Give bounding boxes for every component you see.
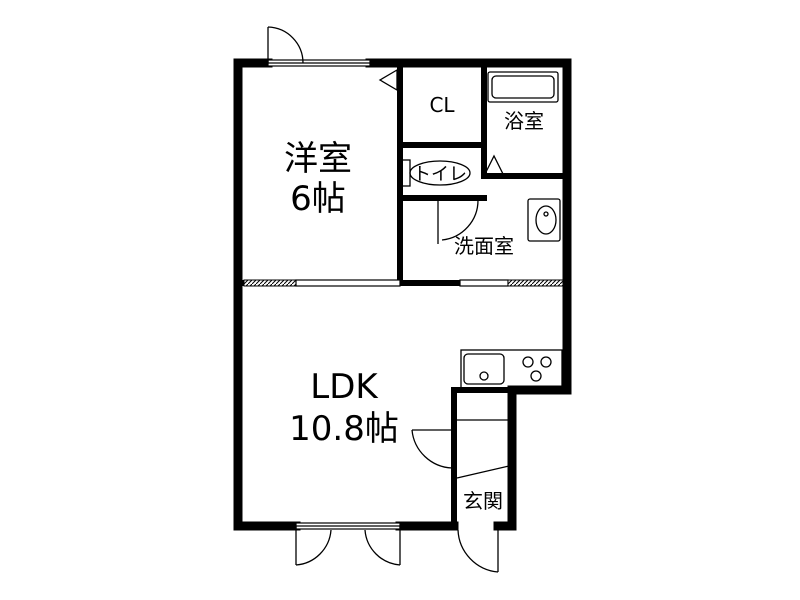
interior-walls: [239, 63, 570, 529]
closet-label: CL: [429, 93, 455, 117]
entrance-label: 玄関: [463, 489, 503, 513]
western-room-size: 6帖: [290, 179, 346, 219]
bathtub: [487, 71, 559, 103]
sliding-partitions: [243, 279, 564, 287]
ldk-size: 10.8帖: [289, 409, 399, 449]
bathroom-label: 浴室: [504, 109, 544, 133]
door-bottom-right: [364, 526, 401, 566]
door-washroom: [437, 199, 479, 244]
door-balcony-top: [267, 26, 304, 64]
door-closet: [378, 68, 398, 92]
washroom-label: 洗面室: [454, 234, 514, 258]
door-ldk-entrance: [411, 429, 454, 469]
door-entrance: [457, 526, 499, 573]
kitchen-counter: [460, 349, 563, 389]
entrance-step: [456, 419, 510, 479]
toilet-label: トイレ: [413, 164, 467, 185]
wash-basin: [527, 198, 561, 242]
western-room-name: 洋室: [284, 139, 352, 179]
door-toilet: [482, 154, 528, 177]
toilet-fixture: [401, 159, 471, 187]
door-bottom-left: [295, 526, 332, 566]
ldk-name: LDK: [310, 367, 379, 407]
windows: [267, 59, 401, 530]
